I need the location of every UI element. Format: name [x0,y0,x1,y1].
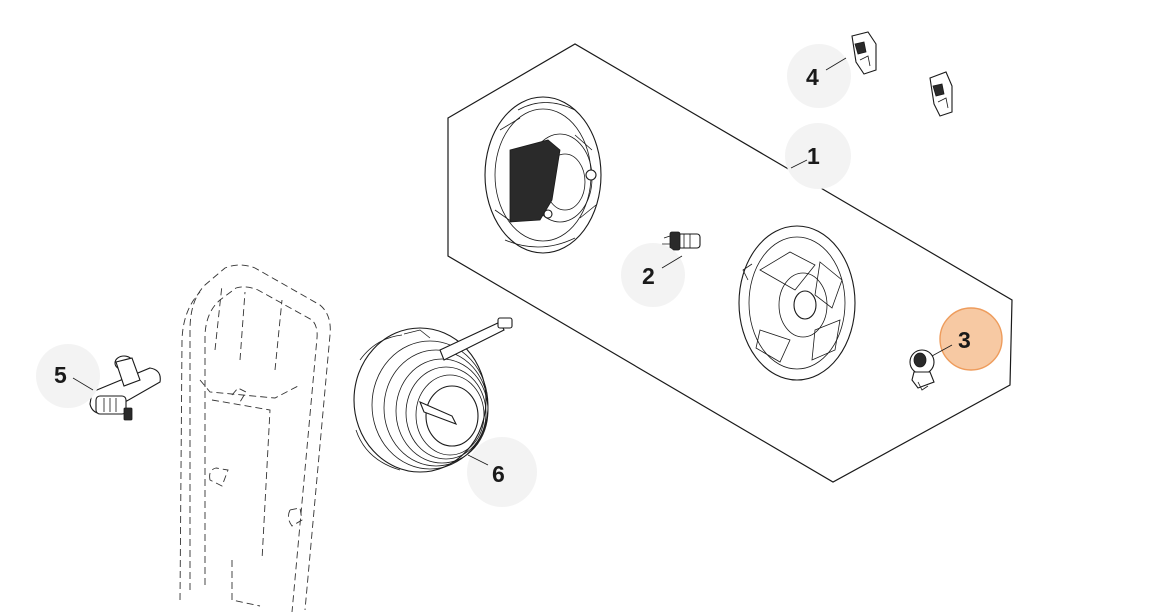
callout-1-halo [785,123,851,189]
part-5-crank-handle [89,355,161,421]
callout-5-leader [72,377,94,391]
callout-4-halo [787,44,851,108]
callout-3[interactable]: 3 [931,307,1003,371]
callout-3-label: 3 [958,327,971,353]
callout-1[interactable]: 1 [785,123,851,189]
reel-disc-right [738,225,856,381]
callout-1-label: 1 [807,143,820,169]
callout-4-label: 4 [806,64,819,90]
callout-6-halo [467,437,537,507]
callout-5[interactable]: 5 [36,344,100,408]
callout-6-leader [467,454,489,466]
callout-5-label: 5 [54,362,67,388]
part-3-coupling [909,349,935,391]
callout-2-halo [621,243,685,307]
kit-enclosure-outline [447,43,1013,483]
reel-disc-left [484,96,602,254]
callout-2-leader [661,255,683,269]
part-6-hose-coil [353,317,513,473]
callout-2-label: 2 [642,263,655,289]
part-2-hose-fitting [662,231,701,251]
callout-1-leader [790,159,808,169]
callout-5-halo [36,344,100,408]
callout-3-highlight-halo [939,307,1003,371]
callout-6-label: 6 [492,461,505,487]
callout-4[interactable]: 4 [787,44,851,108]
callout-3-leader [931,344,953,357]
callout-4-leader [825,57,847,71]
callout-2[interactable]: 2 [621,243,685,307]
handle-frame-outline [179,264,331,613]
callout-6[interactable]: 6 [467,437,537,507]
part-4-clips [851,31,953,117]
